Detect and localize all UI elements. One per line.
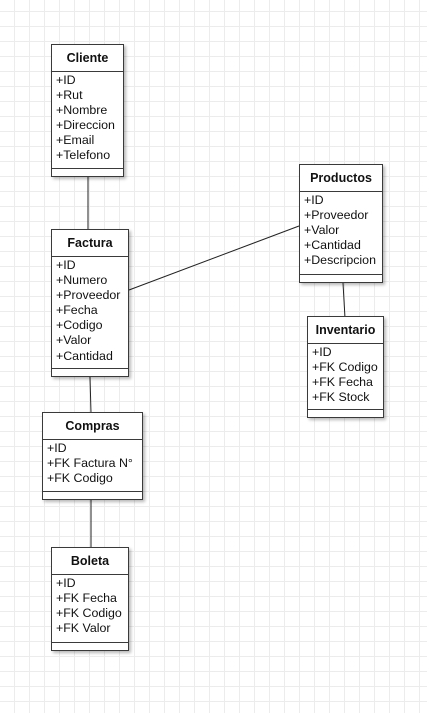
attribute: +ID: [312, 345, 332, 359]
attribute: +Nombre: [56, 103, 108, 118]
entity-cliente-title: Cliente: [52, 45, 123, 72]
attribute: +Descripcion: [304, 253, 376, 268]
attribute: +Telefono: [56, 148, 111, 163]
attribute: +Valor: [56, 333, 92, 348]
entity-productos-attributes: +ID +Proveedor +Valor +Cantidad +Descrip…: [300, 192, 382, 268]
entity-inventario[interactable]: Inventario +ID +FK Codigo +FK Fecha +FK …: [307, 316, 384, 418]
attribute: +Direccion: [56, 118, 115, 133]
entity-compras-attributes: +ID +FK Factura N° +FK Codigo: [43, 440, 142, 486]
entity-factura-attributes: +ID +Numero +Proveedor +Fecha +Codigo +V…: [52, 257, 128, 364]
entity-boleta-title: Boleta: [52, 548, 128, 575]
attribute: +Codigo: [56, 318, 103, 333]
attribute: +Proveedor: [56, 288, 121, 303]
entity-inventario-title: Inventario: [308, 317, 383, 344]
connector-factura-compras: [89, 376, 92, 414]
attribute: +FK Stock: [312, 390, 370, 405]
attribute: +Numero: [56, 273, 108, 288]
entity-productos-title: Productos: [300, 165, 382, 192]
connector-productos-inventario: [342, 282, 346, 319]
attribute: +ID: [47, 441, 67, 455]
attribute: +FK Fecha: [312, 375, 373, 390]
attribute: +ID: [56, 258, 76, 272]
entity-compras-methods: [43, 491, 142, 499]
entity-inventario-attributes: +ID +FK Codigo +FK Fecha +FK Stock: [308, 344, 383, 405]
entity-inventario-methods: [308, 409, 383, 417]
entity-boleta-methods: [52, 642, 128, 650]
attribute: +FK Codigo: [312, 360, 378, 375]
attribute: +Valor: [304, 223, 340, 238]
entity-boleta-attributes: +ID +FK Fecha +FK Codigo +FK Valor: [52, 575, 128, 636]
attribute: +Proveedor: [304, 208, 369, 223]
entity-compras[interactable]: Compras +ID +FK Factura N° +FK Codigo: [42, 412, 143, 500]
entity-productos[interactable]: Productos +ID +Proveedor +Valor +Cantida…: [299, 164, 383, 283]
attribute: +FK Codigo: [56, 606, 122, 621]
attribute: +ID: [304, 193, 324, 207]
entity-cliente[interactable]: Cliente +ID +Rut +Nombre +Direccion +Ema…: [51, 44, 124, 177]
attribute: +ID: [56, 73, 76, 87]
entity-boleta[interactable]: Boleta +ID +FK Fecha +FK Codigo +FK Valo…: [51, 547, 129, 651]
entity-cliente-attributes: +ID +Rut +Nombre +Direccion +Email +Tele…: [52, 72, 123, 164]
entity-factura[interactable]: Factura +ID +Numero +Proveedor +Fecha +C…: [51, 229, 129, 377]
entity-cliente-methods: [52, 168, 123, 176]
attribute: +FK Factura N°: [47, 456, 133, 471]
attribute: +Cantidad: [56, 348, 113, 363]
entity-compras-title: Compras: [43, 413, 142, 440]
attribute: +FK Codigo: [47, 471, 113, 486]
attribute: +Email: [56, 133, 95, 148]
entity-factura-title: Factura: [52, 230, 128, 257]
attribute: +FK Fecha: [56, 591, 117, 606]
entity-productos-methods: [300, 274, 382, 282]
attribute: +Fecha: [56, 303, 98, 318]
attribute: +FK Valor: [56, 621, 111, 636]
connector-factura-productos: [128, 225, 300, 291]
attribute: +ID: [56, 576, 76, 590]
attribute: +Rut: [56, 88, 83, 103]
attribute: +Cantidad: [304, 238, 361, 253]
entity-factura-methods: [52, 368, 128, 376]
